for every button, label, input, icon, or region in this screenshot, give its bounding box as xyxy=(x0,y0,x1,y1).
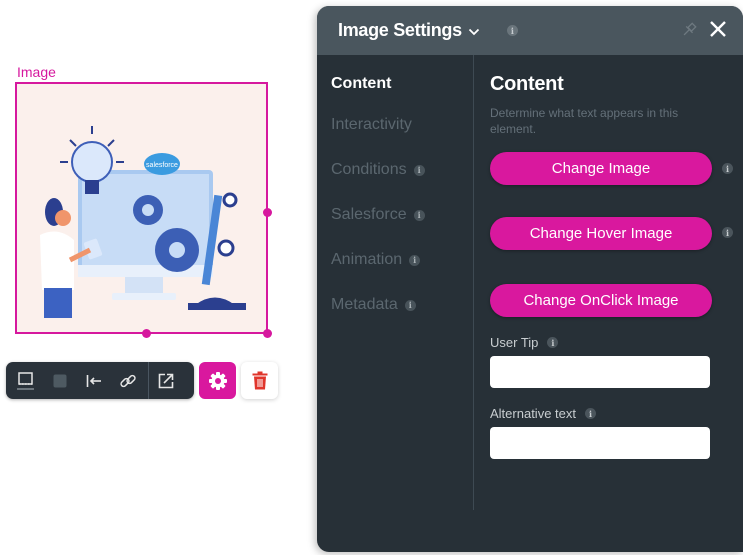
fill-square-icon xyxy=(53,374,67,387)
resize-handle-bottom[interactable] xyxy=(142,329,151,338)
info-icon[interactable]: i xyxy=(585,408,596,419)
sidebar-item-label: Animation xyxy=(331,251,403,268)
section-description: Determine what text appears in this elem… xyxy=(490,106,679,136)
sidebar-item-salesforce[interactable]: Salesforce i xyxy=(331,206,425,224)
user-tip-label-text: User Tip xyxy=(490,335,539,350)
link-icon xyxy=(120,374,136,387)
settings-button[interactable] xyxy=(199,362,236,399)
link-button[interactable] xyxy=(111,362,145,399)
change-image-button[interactable]: Change Image xyxy=(490,152,712,185)
illustration-image: salesforce xyxy=(40,126,246,318)
sidebar-item-label: Content xyxy=(331,75,392,92)
info-icon[interactable]: i xyxy=(506,25,518,36)
delete-button[interactable] xyxy=(241,362,278,399)
change-onclick-image-button[interactable]: Change OnClick Image xyxy=(490,284,712,317)
settings-sidebar: Content Interactivity Conditions i Sales… xyxy=(317,55,473,552)
external-link-icon xyxy=(158,373,174,388)
sidebar-item-label: Interactivity xyxy=(331,116,412,133)
info-icon[interactable]: i xyxy=(404,299,416,311)
resize-handle-corner[interactable] xyxy=(263,329,272,338)
info-icon[interactable]: i xyxy=(722,227,733,238)
panel-header: Image Settings i xyxy=(317,6,743,55)
user-tip-label: User Tip i xyxy=(490,335,559,350)
align-left-button[interactable] xyxy=(77,362,111,399)
border-style-button[interactable] xyxy=(9,362,43,399)
salesforce-cloud-text: salesforce xyxy=(146,162,178,169)
sidebar-item-label: Conditions xyxy=(331,161,407,178)
sidebar-divider xyxy=(473,55,474,510)
sidebar-item-animation[interactable]: Animation i xyxy=(331,251,421,269)
pin-icon[interactable] xyxy=(681,22,697,38)
alternative-text-label-text: Alternative text xyxy=(490,406,576,421)
section-title: Content xyxy=(490,73,564,95)
chevron-down-icon[interactable] xyxy=(468,28,480,36)
open-external-button[interactable] xyxy=(149,362,183,399)
alternative-text-input[interactable] xyxy=(490,427,710,459)
info-icon[interactable]: i xyxy=(413,209,425,221)
align-left-arrow-icon xyxy=(86,374,101,387)
alternative-text-label: Alternative text i xyxy=(490,406,596,421)
sidebar-item-content[interactable]: Content xyxy=(331,75,391,93)
info-icon[interactable]: i xyxy=(413,164,425,176)
sidebar-item-label: Metadata xyxy=(331,296,398,313)
border-icon xyxy=(17,371,34,390)
image-settings-panel: Image Settings i Content Interactivity C… xyxy=(317,6,743,552)
element-type-label: Image xyxy=(17,64,56,80)
sidebar-item-label: Salesforce xyxy=(331,206,407,223)
fill-color-button[interactable] xyxy=(43,362,77,399)
panel-title[interactable]: Image Settings xyxy=(338,20,462,40)
sidebar-item-metadata[interactable]: Metadata i xyxy=(331,296,416,314)
close-icon[interactable] xyxy=(709,20,727,38)
gear-icon xyxy=(208,371,227,390)
resize-handle-right[interactable] xyxy=(263,208,272,217)
element-toolbar xyxy=(6,362,194,399)
change-hover-image-button[interactable]: Change Hover Image xyxy=(490,217,712,250)
selected-image-element[interactable]: salesforce xyxy=(15,82,268,334)
info-icon[interactable]: i xyxy=(409,254,421,266)
info-icon[interactable]: i xyxy=(722,163,733,174)
trash-icon xyxy=(252,371,267,390)
toolbar-divider xyxy=(148,362,149,399)
user-tip-input[interactable] xyxy=(490,356,710,388)
info-icon[interactable]: i xyxy=(547,337,559,348)
sidebar-item-interactivity[interactable]: Interactivity xyxy=(331,116,412,134)
sidebar-item-conditions[interactable]: Conditions i xyxy=(331,161,425,179)
